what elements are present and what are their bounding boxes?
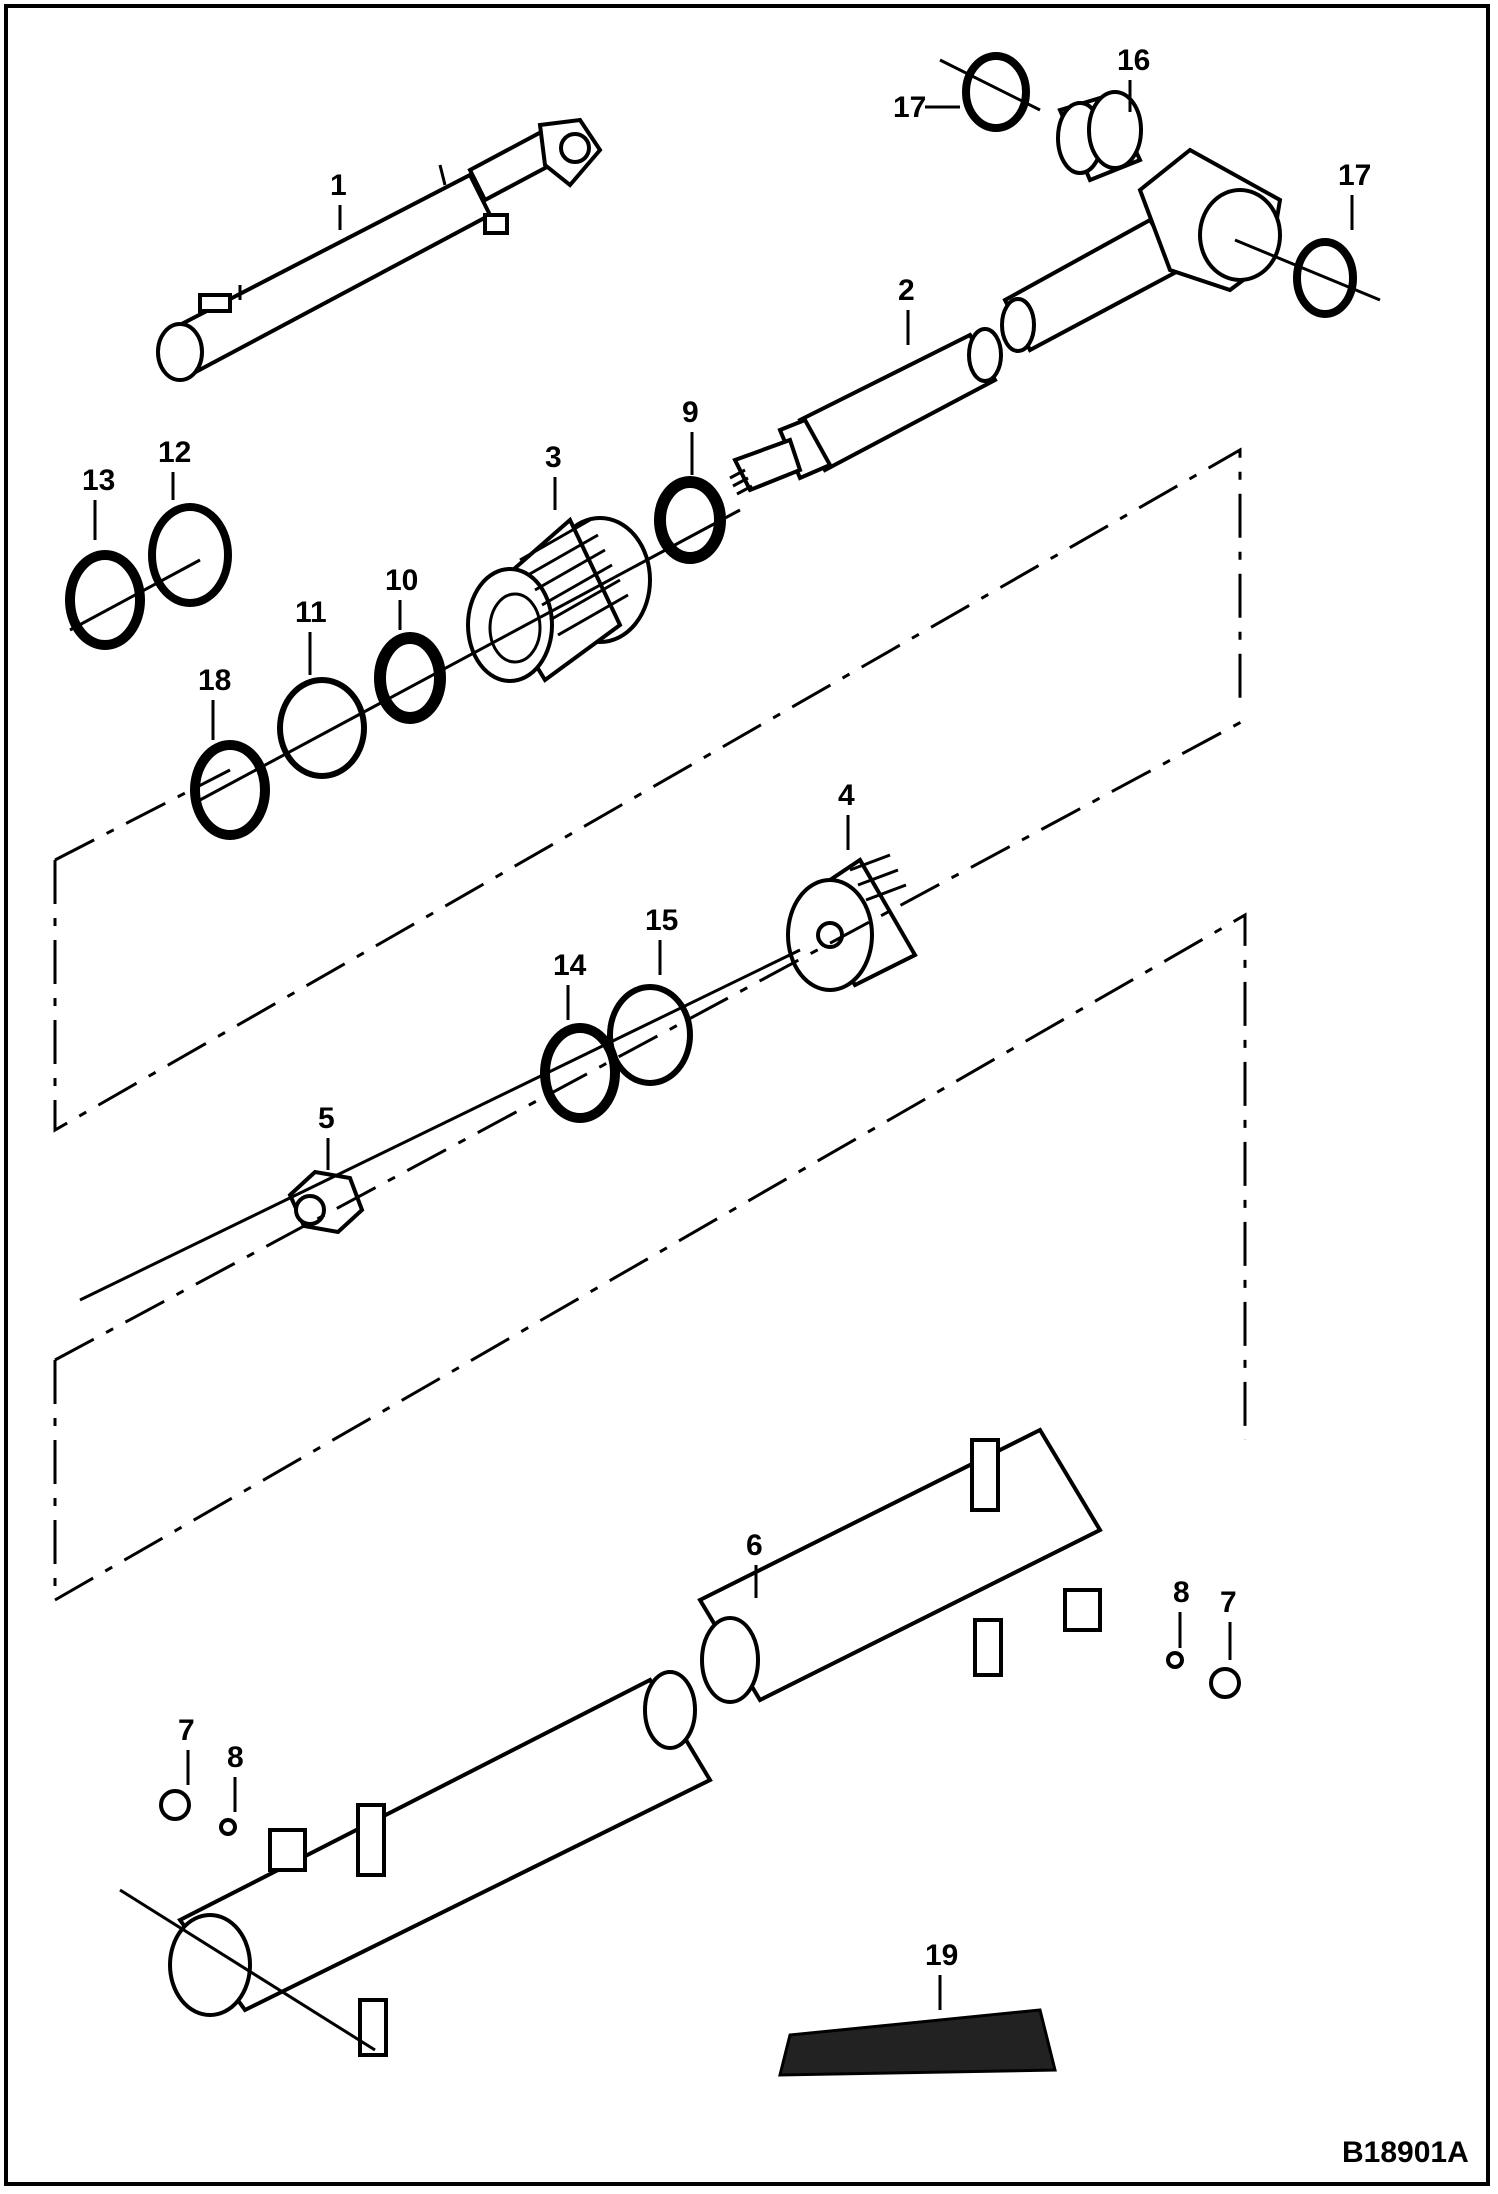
piston xyxy=(786,853,918,992)
plug-7-right xyxy=(1209,1667,1241,1699)
seal-18 xyxy=(190,740,270,840)
rod-eye xyxy=(1000,147,1381,353)
cylinder-assembly-overview xyxy=(156,117,603,382)
cylinder-barrel xyxy=(119,1427,1103,2057)
callout-3: 3 xyxy=(545,441,562,474)
callout-5: 5 xyxy=(318,1102,335,1135)
callout-7-left: 7 xyxy=(178,1714,195,1747)
callout-1: 1 xyxy=(330,169,347,202)
callout-17-top: 17 xyxy=(893,91,926,124)
callout-19: 19 xyxy=(925,1939,958,1972)
seal-17-top xyxy=(939,52,1041,132)
callout-12: 12 xyxy=(158,436,191,469)
oring-8-right xyxy=(1166,1651,1184,1669)
seal-12 xyxy=(148,503,232,607)
callout-4: 4 xyxy=(838,779,855,812)
cylinder-head xyxy=(466,516,652,683)
callout-8-right: 8 xyxy=(1173,1576,1190,1609)
callout-17-right: 17 xyxy=(1338,159,1371,192)
callout-2: 2 xyxy=(898,274,915,307)
callout-18: 18 xyxy=(198,664,231,697)
callout-16: 16 xyxy=(1117,44,1150,77)
piston-rod xyxy=(729,327,1003,496)
callout-14: 14 xyxy=(553,949,587,982)
callout-8-left: 8 xyxy=(227,1741,244,1774)
seal-11 xyxy=(277,677,367,779)
callout-10: 10 xyxy=(385,564,418,597)
plug-7-left xyxy=(159,1789,191,1821)
callout-labels: 1 2 3 4 5 6 7 7 8 8 9 10 11 12 13 14 15 … xyxy=(82,44,1469,2169)
callout-11: 11 xyxy=(295,596,327,629)
oring-8-left xyxy=(219,1818,237,1836)
seal-15 xyxy=(607,984,693,1086)
seal-14 xyxy=(540,1023,620,1123)
decal xyxy=(778,2008,1057,2077)
seal-17-right xyxy=(1293,238,1357,318)
figure-code: B18901A xyxy=(1342,2136,1469,2169)
bushing-16 xyxy=(1056,90,1143,183)
leader-lines xyxy=(93,80,1354,2010)
seal-10 xyxy=(374,632,446,724)
callout-6: 6 xyxy=(746,1529,763,1562)
callout-13: 13 xyxy=(82,464,115,497)
diagram-frame xyxy=(4,4,1490,2186)
callout-7-right: 7 xyxy=(1220,1586,1237,1619)
callout-9: 9 xyxy=(682,396,699,429)
seal-13 xyxy=(65,550,145,650)
callout-15: 15 xyxy=(645,904,678,937)
